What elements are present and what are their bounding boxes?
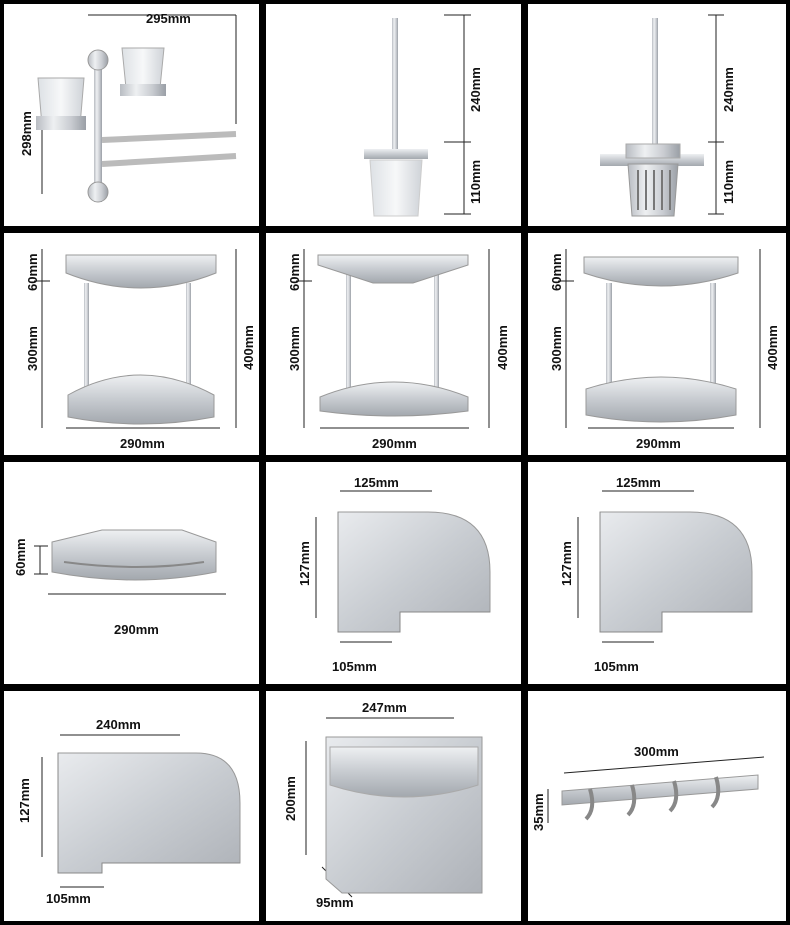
dim-label: 60mm [287,253,302,291]
dim-label: 105mm [332,659,377,674]
tissue-box-tall-illustration [305,717,483,898]
tissue-holder-a-illustration [315,490,491,643]
product-robe-hook-rail: 300mm 35mm [528,691,786,921]
dim-label: 295mm [146,11,191,26]
toilet-brush-metal-illustration [600,14,724,217]
dim-label: 110mm [721,159,736,204]
product-corner-shelf-single: 60mm 290mm [4,462,259,684]
dim-label: 240mm [468,67,483,112]
dim-label: 35mm [531,793,546,831]
corner-shelf-a-illustration [34,249,237,429]
toilet-brush-glass-illustration [364,14,471,217]
dim-label: 125mm [354,475,399,490]
corner-shelf-wire-illustration [296,249,490,429]
dim-label: 300mm [287,326,302,371]
tissue-holder-wide-illustration [41,734,241,888]
dim-label: 200mm [283,776,298,821]
dim-label: 300mm [25,326,40,371]
product-toilet-brush-glass: 240mm 110mm [266,4,521,226]
dim-label: 60mm [25,253,40,291]
product-towel-bar-cup-holder: 295mm 298mm [4,4,259,226]
dim-label: 127mm [17,778,32,823]
product-tissue-holder-a: 125mm 127mm 105mm [266,462,521,684]
dim-label: 400mm [241,325,256,370]
dim-label: 60mm [549,253,564,291]
product-corner-shelf-a: 60mm 300mm 400mm 290mm [4,233,259,455]
corner-shelf-single-illustration [34,529,226,595]
dim-label: 400mm [765,325,780,370]
product-corner-shelf-solid: 60mm 300mm 400mm 290mm [528,233,786,455]
dim-label: 60mm [13,538,28,576]
dim-label: 240mm [96,717,141,732]
dim-label: 127mm [559,541,574,586]
dim-label: 298mm [19,111,34,156]
dim-label: 247mm [362,700,407,715]
product-tissue-holder-b: 125mm 127mm 105mm [528,462,786,684]
dim-label: 240mm [721,67,736,112]
product-tissue-box-tall: 247mm 200mm 95mm [266,691,521,921]
dim-label: 300mm [634,744,679,759]
dim-label: 95mm [316,895,354,910]
dim-label: 400mm [495,325,510,370]
product-toilet-brush-metal: 240mm 110mm [528,4,786,226]
product-corner-shelf-wire: 60mm 300mm 400mm 290mm [266,233,521,455]
corner-shelf-solid-illustration [558,249,761,429]
dim-label: 105mm [46,891,91,906]
dim-label: 290mm [114,622,159,637]
dim-label: 127mm [297,541,312,586]
towel-bar-illustration [36,14,237,203]
dim-label: 290mm [120,436,165,451]
dim-label: 290mm [636,436,681,451]
robe-hook-illustration [547,756,765,823]
dim-label: 110mm [468,159,483,204]
dim-label: 105mm [594,659,639,674]
dim-label: 290mm [372,436,417,451]
dim-label: 300mm [549,326,564,371]
dim-label: 125mm [616,475,661,490]
product-tissue-holder-wide: 240mm 127mm 105mm [4,691,259,921]
tissue-holder-b-illustration [577,490,753,643]
